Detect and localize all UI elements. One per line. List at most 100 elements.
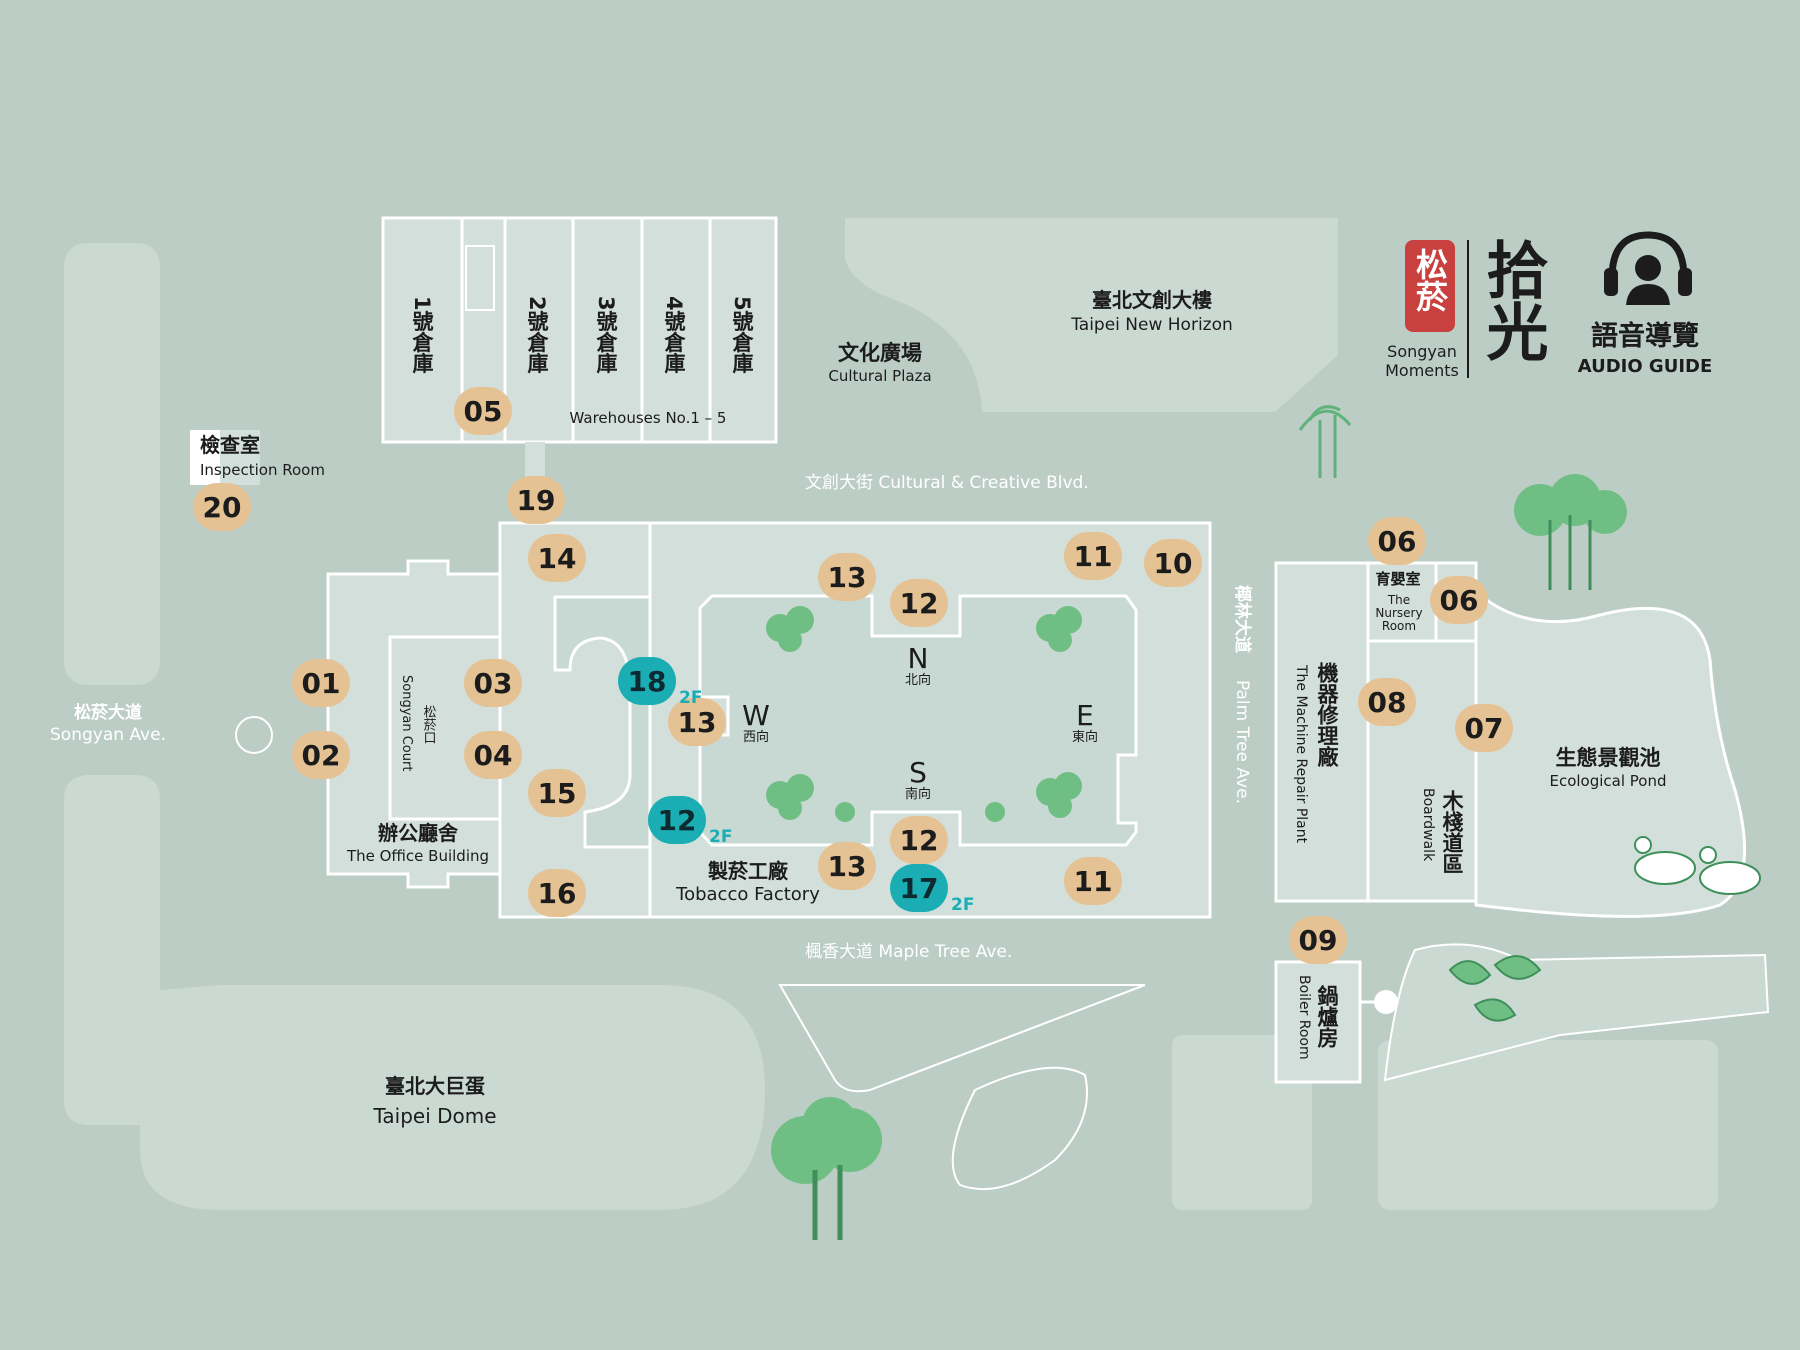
marker-07[interactable]: 07 bbox=[1455, 704, 1513, 752]
marker-badge[interactable] bbox=[648, 796, 706, 844]
marker-badge[interactable] bbox=[464, 731, 522, 779]
marker-badge[interactable] bbox=[464, 659, 522, 707]
marker-badge[interactable] bbox=[890, 579, 948, 627]
boiler-room-en: Boiler Room bbox=[1296, 975, 1312, 1060]
marker-badge[interactable] bbox=[1289, 916, 1347, 964]
marker-badge[interactable] bbox=[528, 869, 586, 917]
marker-15[interactable]: 15 bbox=[528, 769, 586, 817]
palm-ave-zh-label: 椰林大道 bbox=[1232, 585, 1253, 653]
marker-badge[interactable] bbox=[1368, 517, 1426, 565]
seal-text: 松菸 bbox=[1411, 248, 1449, 313]
boiler-room bbox=[1274, 960, 1362, 1084]
marker-11[interactable]: 11 bbox=[1064, 857, 1122, 905]
marker-badge[interactable] bbox=[1144, 539, 1202, 587]
west-block-upper bbox=[64, 243, 160, 685]
marker-number: 10 bbox=[1154, 547, 1193, 580]
marker-01[interactable]: 01 bbox=[292, 659, 350, 707]
marker-badge[interactable] bbox=[1358, 678, 1416, 726]
machine-repair-zh: 機器修理廠 bbox=[1315, 661, 1340, 768]
marker-13[interactable]: 13 bbox=[668, 698, 726, 746]
marker-badge[interactable] bbox=[292, 731, 350, 779]
marker-14[interactable]: 14 bbox=[528, 534, 586, 582]
marker-19[interactable]: 19 bbox=[507, 476, 565, 524]
marker-06[interactable]: 06 bbox=[1430, 576, 1488, 624]
marker-badge[interactable] bbox=[1455, 704, 1513, 752]
marker-badge[interactable] bbox=[1064, 532, 1122, 580]
marker-10[interactable]: 10 bbox=[1144, 539, 1202, 587]
logo-title: 拾光 bbox=[1476, 238, 1549, 362]
boiler-room-zh: 鍋爐房 bbox=[1315, 984, 1339, 1049]
marker-08[interactable]: 08 bbox=[1358, 678, 1416, 726]
marker-06[interactable]: 06 bbox=[1368, 517, 1426, 565]
marker-badge[interactable] bbox=[1430, 576, 1488, 624]
cultural-plaza-en: Cultural Plaza bbox=[828, 367, 931, 385]
new-horizon-zh: 臺北文創大樓 bbox=[1092, 288, 1212, 312]
nursery-room-en: Nursery bbox=[1375, 606, 1422, 620]
marker-badge[interactable] bbox=[618, 657, 676, 705]
marker-04[interactable]: 04 bbox=[464, 731, 522, 779]
marker-12[interactable]: 12 bbox=[890, 579, 948, 627]
marker-badge[interactable] bbox=[292, 659, 350, 707]
marker-badge[interactable] bbox=[528, 534, 586, 582]
marker-16[interactable]: 16 bbox=[528, 869, 586, 917]
nursery-room-en: Room bbox=[1382, 619, 1416, 633]
ecological-pond-zh: 生態景觀池 bbox=[1556, 746, 1661, 770]
marker-badge[interactable] bbox=[1064, 857, 1122, 905]
marker-number: 19 bbox=[517, 484, 556, 517]
compass-s-zh: 南向 bbox=[905, 786, 931, 802]
marker-number: 05 bbox=[464, 395, 503, 428]
boiler-chimney bbox=[1374, 990, 1398, 1014]
tobacco-factory-zh: 製菸工廠 bbox=[708, 859, 789, 883]
tobacco-factory-en: Tobacco Factory bbox=[675, 884, 820, 905]
cultural-plaza-zh: 文化廣場 bbox=[838, 341, 922, 365]
marker-badge[interactable] bbox=[528, 769, 586, 817]
marker-badge[interactable] bbox=[890, 816, 948, 864]
taipei-dome-en: Taipei Dome bbox=[372, 1104, 496, 1128]
maple-path bbox=[778, 984, 1146, 1093]
marker-20[interactable]: 20 bbox=[193, 483, 251, 531]
marker-badge[interactable] bbox=[193, 483, 251, 531]
marker-number: 12 bbox=[900, 587, 939, 620]
marker-03[interactable]: 03 bbox=[464, 659, 522, 707]
marker-13[interactable]: 13 bbox=[818, 842, 876, 890]
marker-number: 16 bbox=[538, 877, 577, 910]
audio-guide-en: AUDIO GUIDE bbox=[1578, 356, 1713, 377]
nursery-room-en: The bbox=[1387, 593, 1410, 607]
marker-02[interactable]: 02 bbox=[292, 731, 350, 779]
marker-05[interactable]: 05 bbox=[454, 387, 512, 435]
marker-number: 02 bbox=[302, 739, 341, 772]
cultural-blvd-label: 文創大街 Cultural & Creative Blvd. bbox=[805, 473, 1089, 493]
marker-11[interactable]: 11 bbox=[1064, 532, 1122, 580]
marker-badge[interactable] bbox=[668, 698, 726, 746]
marker-number: 13 bbox=[678, 706, 717, 739]
maple-ave-label: 楓香大道 Maple Tree Ave. bbox=[805, 942, 1012, 962]
warehouse-5-label: 5號倉庫 bbox=[730, 296, 755, 375]
office-building-zh: 辦公廳舍 bbox=[378, 821, 459, 845]
marker-09[interactable]: 09 bbox=[1289, 916, 1347, 964]
warehouse-1-label: 1號倉庫 bbox=[410, 296, 435, 375]
marker-number: 20 bbox=[203, 491, 242, 524]
boardwalk-en: Boardwalk bbox=[1420, 788, 1436, 862]
compass-e-zh: 東向 bbox=[1072, 729, 1098, 745]
marker-13[interactable]: 13 bbox=[818, 553, 876, 601]
marker-badge[interactable] bbox=[890, 864, 948, 912]
marker-badge[interactable] bbox=[507, 476, 565, 524]
marker-badge[interactable] bbox=[818, 553, 876, 601]
songyan-ave-zh-label: 松菸大道 bbox=[74, 702, 142, 723]
marker-number: 13 bbox=[828, 561, 867, 594]
marker-number: 08 bbox=[1368, 686, 1407, 719]
marker-12[interactable]: 12 bbox=[890, 816, 948, 864]
marker-number: 14 bbox=[538, 542, 577, 575]
marker-badge[interactable] bbox=[818, 842, 876, 890]
marker-number: 07 bbox=[1465, 712, 1504, 745]
marker-badge[interactable] bbox=[454, 387, 512, 435]
warehouses-label: Warehouses No.1 – 5 bbox=[570, 409, 727, 427]
palm-ave-en-label: Palm Tree Ave. bbox=[1232, 680, 1252, 804]
marker-number: 17 bbox=[900, 872, 939, 905]
ecological-pond bbox=[1474, 593, 1747, 918]
taipei-dome-zh: 臺北大巨蛋 bbox=[385, 1074, 485, 1098]
